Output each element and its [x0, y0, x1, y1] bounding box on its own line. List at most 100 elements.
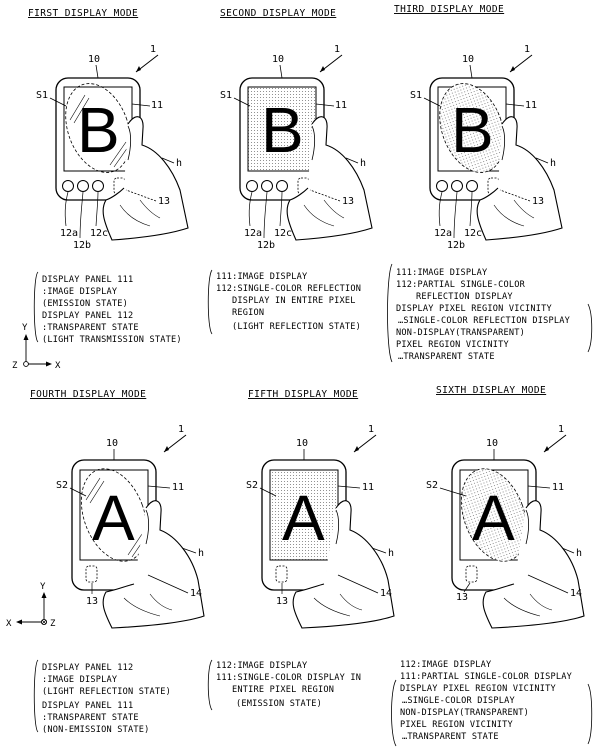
label-device: 1 [558, 424, 564, 435]
axis-z-label: Z [12, 361, 18, 371]
label-button-c: 12c [274, 228, 292, 239]
label-region: S1 [410, 90, 422, 101]
desc-line: :TRANSPARENT STATE [42, 323, 139, 333]
axis-y-label: Y [22, 323, 28, 333]
label-key: 13 [456, 592, 468, 603]
desc-sixth-mode: 112:IMAGE DISPLAY 111:PARTIAL SINGLE-COL… [391, 660, 593, 747]
button-12b [261, 180, 273, 192]
label-panel: 11 [172, 482, 184, 493]
label-button-a: 12a [244, 228, 262, 239]
label-body: 10 [486, 438, 498, 449]
hand-outline [482, 500, 585, 629]
axes-bottom: Y X Z [6, 582, 56, 629]
label-key: 13 [86, 596, 98, 607]
axis-z-label: Z [50, 619, 56, 629]
hand-outline [476, 116, 563, 241]
desc-line: …SINGLE-COLOR DISPLAY [402, 696, 515, 706]
desc-line: (NON-EMISSION STATE) [42, 725, 149, 735]
desc-line: …SINGLE-COLOR REFLECTION DISPLAY [398, 316, 571, 326]
label-key: 13 [158, 196, 170, 207]
desc-line: (LIGHT REFLECTION STATE) [232, 322, 361, 332]
z-axis-marker [23, 361, 29, 367]
desc-line: PIXEL REGION VICINITY [400, 720, 513, 730]
label-panel: 11 [151, 100, 163, 111]
button-12a [436, 180, 448, 192]
label-button-b: 12b [73, 240, 91, 251]
panel-fifth-mode: FIFTH DISPLAY MODE 1 10 A S2 11 h 14 13 [246, 389, 395, 629]
label-hand: h [176, 158, 182, 169]
desc-line: 112:SINGLE-COLOR REFLECTION [216, 284, 361, 294]
desc-third-mode: 111:IMAGE DISPLAY 112:PARTIAL SINGLE-COL… [387, 263, 593, 363]
pixel-region-s1 [65, 83, 131, 173]
panel-second-mode: SECOND DISPLAY MODE 1 10 B S1 11 h 13 12… [220, 8, 373, 251]
label-hand: h [576, 548, 582, 559]
desc-line: …TRANSPARENT STATE [402, 732, 499, 742]
label-key: 13 [276, 596, 288, 607]
desc-line: (EMISSION STATE) [42, 299, 128, 309]
label-region: S1 [36, 90, 48, 101]
display-letter: B [261, 94, 304, 166]
axes-top: Y Z X [12, 323, 61, 371]
desc-line: 112:IMAGE DISPLAY [216, 661, 308, 671]
desc-second-mode: 111:IMAGE DISPLAY 112:SINGLE-COLOR REFLE… [207, 269, 361, 335]
label-button: 14 [380, 588, 392, 599]
label-device: 1 [178, 424, 184, 435]
panel-title: FIRST DISPLAY MODE [28, 8, 138, 19]
axis-x-label: X [55, 361, 61, 371]
label-button-a: 12a [434, 228, 452, 239]
display-screen [269, 469, 339, 561]
label-button-b: 12b [447, 240, 465, 251]
button-12b [77, 180, 89, 192]
desc-line: DISPLAY PANEL 111 [42, 701, 133, 711]
label-button: 14 [570, 588, 582, 599]
label-panel: 11 [552, 482, 564, 493]
label-region: S2 [246, 480, 258, 491]
key-13 [275, 565, 288, 583]
desc-line: DISPLAY IN ENTIRE PIXEL [232, 296, 356, 306]
desc-first-mode: DISPLAY PANEL 111 :IMAGE DISPLAY (EMISSI… [33, 271, 182, 345]
label-device: 1 [334, 44, 340, 55]
display-screen [247, 86, 317, 172]
desc-line: :IMAGE DISPLAY [42, 675, 118, 685]
label-key: 13 [342, 196, 354, 207]
axis-y-label: Y [40, 582, 46, 592]
desc-line: DISPLAY PIXEL REGION VICINITY [396, 304, 552, 314]
desc-fifth-mode: 112:IMAGE DISPLAY 111:SINGLE-COLOR DISPL… [207, 659, 361, 711]
display-letter: B [451, 94, 494, 166]
desc-line: …TRANSPARENT STATE [398, 352, 495, 362]
desc-line: 112:PARTIAL SINGLE-COLOR [396, 280, 526, 290]
button-12a [246, 180, 258, 192]
desc-line: 111:IMAGE DISPLAY [396, 268, 488, 278]
display-letter: B [77, 94, 120, 166]
desc-line: DISPLAY PANEL 112 [42, 663, 133, 673]
pixel-region-s2 [80, 468, 148, 562]
label-button-a: 12a [60, 228, 78, 239]
label-button-c: 12c [90, 228, 108, 239]
desc-line: DISPLAY PANEL 111 [42, 275, 133, 285]
panel-title: FOURTH DISPLAY MODE [30, 389, 146, 400]
label-device: 1 [368, 424, 374, 435]
label-button-c: 12c [464, 228, 482, 239]
display-screen [79, 469, 149, 561]
label-hand: h [388, 548, 394, 559]
desc-line: NON-DISPLAY(TRANSPARENT) [396, 328, 525, 338]
button-12c [92, 180, 104, 192]
desc-line: REFLECTION DISPLAY [416, 292, 513, 302]
button-12b [451, 180, 463, 192]
label-button: 14 [190, 588, 202, 599]
button-12a [62, 180, 74, 192]
panel-title: SIXTH DISPLAY MODE [436, 385, 546, 396]
label-body: 10 [106, 438, 118, 449]
panel-first-mode: FIRST DISPLAY MODE 1 10 B S1 11 h 13 12a… [28, 8, 189, 251]
label-panel: 11 [335, 100, 347, 111]
desc-line: (LIGHT TRANSMISSION STATE) [42, 335, 182, 345]
label-body: 10 [88, 54, 100, 65]
desc-line: PIXEL REGION VICINITY [396, 340, 509, 350]
key-13 [465, 565, 478, 583]
label-panel: 11 [362, 482, 374, 493]
display-letter: A [472, 482, 515, 554]
desc-line: DISPLAY PIXEL REGION VICINITY [400, 684, 556, 694]
label-body: 10 [296, 438, 308, 449]
button-12c [466, 180, 478, 192]
panel-title: SECOND DISPLAY MODE [220, 8, 336, 19]
